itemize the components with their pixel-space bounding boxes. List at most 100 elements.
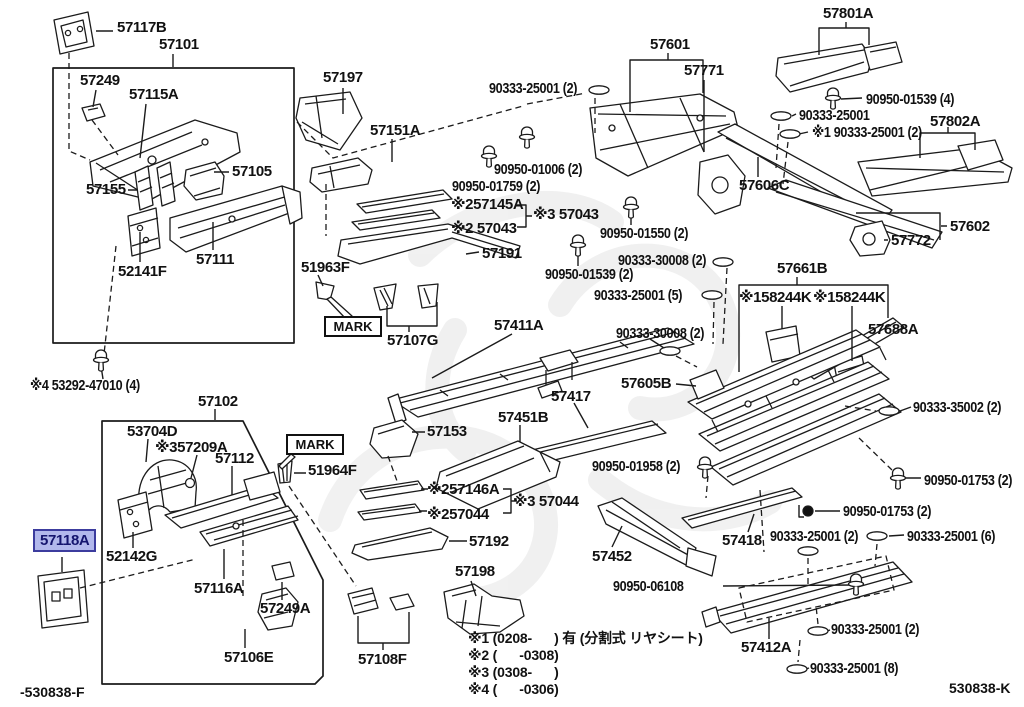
part-label-90333250012-11[interactable]: 90333-25001 (2) [489,80,578,97]
part-label-90333250012-69[interactable]: 90333-25001 (2) [831,621,920,638]
part-label-57606C-32[interactable]: 57606C [739,177,790,194]
part-label-90950010062-12[interactable]: 90950-01006 (2) [494,161,583,178]
part-label-57451B-42[interactable]: 57451B [498,409,549,426]
note-line-1: ※1 (0208- ) 有 (分割式 リヤシート) [468,630,703,646]
part-label-9033325001-29[interactable]: 90333-25001 [799,107,870,124]
part-label-90333250016-67[interactable]: 90333-25001 (6) [907,528,996,545]
part-label-57661B-35[interactable]: 57661B [777,260,828,277]
part-label-57411A-39[interactable]: 57411A [494,317,544,334]
part-label-57105-5[interactable]: 57105 [232,163,272,180]
part-label-52142G-54[interactable]: 52142G [106,548,157,565]
part-drawing-57418 [681,487,803,529]
part-label-57191-17[interactable]: 57191 [482,245,522,262]
part-label-257044-62[interactable]: ※257044 [427,506,489,523]
part-drawing-57112 [164,471,281,529]
part-label-51963F-18[interactable]: 51963F [301,259,350,276]
part-label-90950017592-13[interactable]: 90950-01759 (2) [452,178,541,195]
part-drawing-57108f [347,587,415,615]
part-label-90333250012-66[interactable]: 90333-25001 (2) [770,528,859,545]
part-label-453292470104-8[interactable]: ※4 53292-47010 (4) [30,377,140,394]
part-label-57249-2[interactable]: 57249 [80,72,120,89]
part-label-90333250015-25[interactable]: 90333-25001 (5) [594,287,683,304]
part-label-90950015502-22[interactable]: 90950-01550 (2) [600,225,689,242]
part-label-57412A-70[interactable]: 57412A [741,639,792,656]
part-label-52141F-7[interactable]: 52141F [118,263,167,280]
notes-block: ※1 (0208- ) 有 (分割式 リヤシート)※2 ( -0308)※3 (… [468,630,703,698]
part-label-57118A-53[interactable]: 57118A [33,529,97,552]
part-label-357044-61[interactable]: ※3 57044 [513,493,579,510]
part-label-90950017532-47[interactable]: 90950-01753 (2) [843,503,932,520]
note-line-3: ※3 (0308- ) [468,664,559,680]
part-label-57601-20[interactable]: 57601 [650,36,690,53]
part-drawing-57801a [775,41,903,93]
part-label-57153-43[interactable]: 57153 [427,423,467,440]
part-label-57801A-27[interactable]: 57801A [823,5,874,22]
part-label-51964F-52[interactable]: 51964F [308,462,357,479]
part-drawing-57118a [37,569,89,629]
part-drawing-57411a [387,327,695,425]
part-label-57155-4[interactable]: 57155 [86,181,126,198]
part-drawing-57249a [271,561,295,581]
part-label-57102-48[interactable]: 57102 [198,393,238,410]
dashed-lines [68,53,895,663]
part-label-357209A-50[interactable]: ※357209A [155,439,228,456]
part-label-57602-33[interactable]: 57602 [950,218,990,235]
part-drawing-57198 [443,583,525,635]
part-label-357043-15[interactable]: ※3 57043 [533,206,599,223]
part-label-158244K-36[interactable]: ※158244K [739,289,812,306]
part-label-57116A-55[interactable]: 57116A [194,580,244,597]
part-label-90333300082-23[interactable]: 90333-30008 (2) [618,252,707,269]
part-drawing-57197 [295,91,363,151]
part-label-90950015392-24[interactable]: 90950-01539 (2) [545,266,634,283]
part-drawing-57191 [337,223,521,265]
part-label-57452-64[interactable]: 57452 [592,548,632,565]
part-label-57107G-19[interactable]: 57107G [387,332,438,349]
part-label-57111-6[interactable]: 57111 [196,251,235,268]
part-label-57151A-10[interactable]: 57151A [370,122,421,139]
part-label-190333250012-30[interactable]: ※1 90333-25001 (2) [812,124,922,141]
part-drawing-57146a-strips [351,480,449,561]
part-label-90333250018-71[interactable]: 90333-25001 (8) [810,660,899,677]
part-label-57117B-0[interactable]: 57117B [117,19,167,36]
part-drawing-57451b [435,440,561,510]
part-label-57197-9[interactable]: 57197 [323,69,363,86]
part-label-90950015394-28[interactable]: 90950-01539 (4) [866,91,955,108]
part-drawing-57106e [257,587,299,631]
part-label-57115A-3[interactable]: 57115A [129,86,179,103]
part-label-57106E-57[interactable]: 57106E [224,649,274,666]
part-label-57771-21[interactable]: 57771 [684,62,724,79]
part-label-257043-16[interactable]: ※2 57043 [451,220,517,237]
part-label-57101-1[interactable]: 57101 [159,36,199,53]
part-label-53704D-49[interactable]: 53704D [127,423,178,440]
part-label-90950017532-46[interactable]: 90950-01753 (2) [924,472,1013,489]
part-label-57198-59[interactable]: 57198 [455,563,495,580]
part-label-57418-65[interactable]: 57418 [722,532,762,549]
assembly-box-57102 [101,420,324,685]
part-drawing-57151a [309,157,373,193]
part-label-257145A-14[interactable]: ※257145A [451,196,524,213]
part-label-57108F-58[interactable]: 57108F [358,651,407,668]
part-label-90333350022-44[interactable]: 90333-35002 (2) [913,399,1002,416]
part-label-57112-51[interactable]: 57112 [215,450,254,467]
grommet-icon [802,505,814,517]
part-drawing-57802a [857,139,1013,197]
part-label-57605B-40[interactable]: 57605B [621,375,672,392]
part-label-57417-41[interactable]: 57417 [551,388,591,405]
part-drawing-57107g [373,283,439,311]
part-label-90333300082-26[interactable]: 90333-30008 (2) [616,325,705,342]
part-label-90950019582-45[interactable]: 90950-01958 (2) [592,458,681,475]
part-label-57192-63[interactable]: 57192 [469,533,509,550]
part-label-57802A-31[interactable]: 57802A [930,113,981,130]
part-drawing-57155 [134,161,176,211]
part-drawing-57452 [597,497,717,577]
part-label-257146A-60[interactable]: ※257146A [427,481,500,498]
part-label-57772-34[interactable]: 57772 [891,232,931,249]
part-label-57688A-38[interactable]: 57688A [868,321,919,338]
part-drawing-57771 [697,154,746,215]
part-label-9095006108-68[interactable]: 90950-06108 [613,578,684,595]
note-line-4: ※4 ( -0306) [468,681,559,697]
part-label-158244K-37[interactable]: ※158244K [813,289,886,306]
part-label-57249A-56[interactable]: 57249A [260,600,311,617]
part-drawing-52141f [127,207,161,257]
